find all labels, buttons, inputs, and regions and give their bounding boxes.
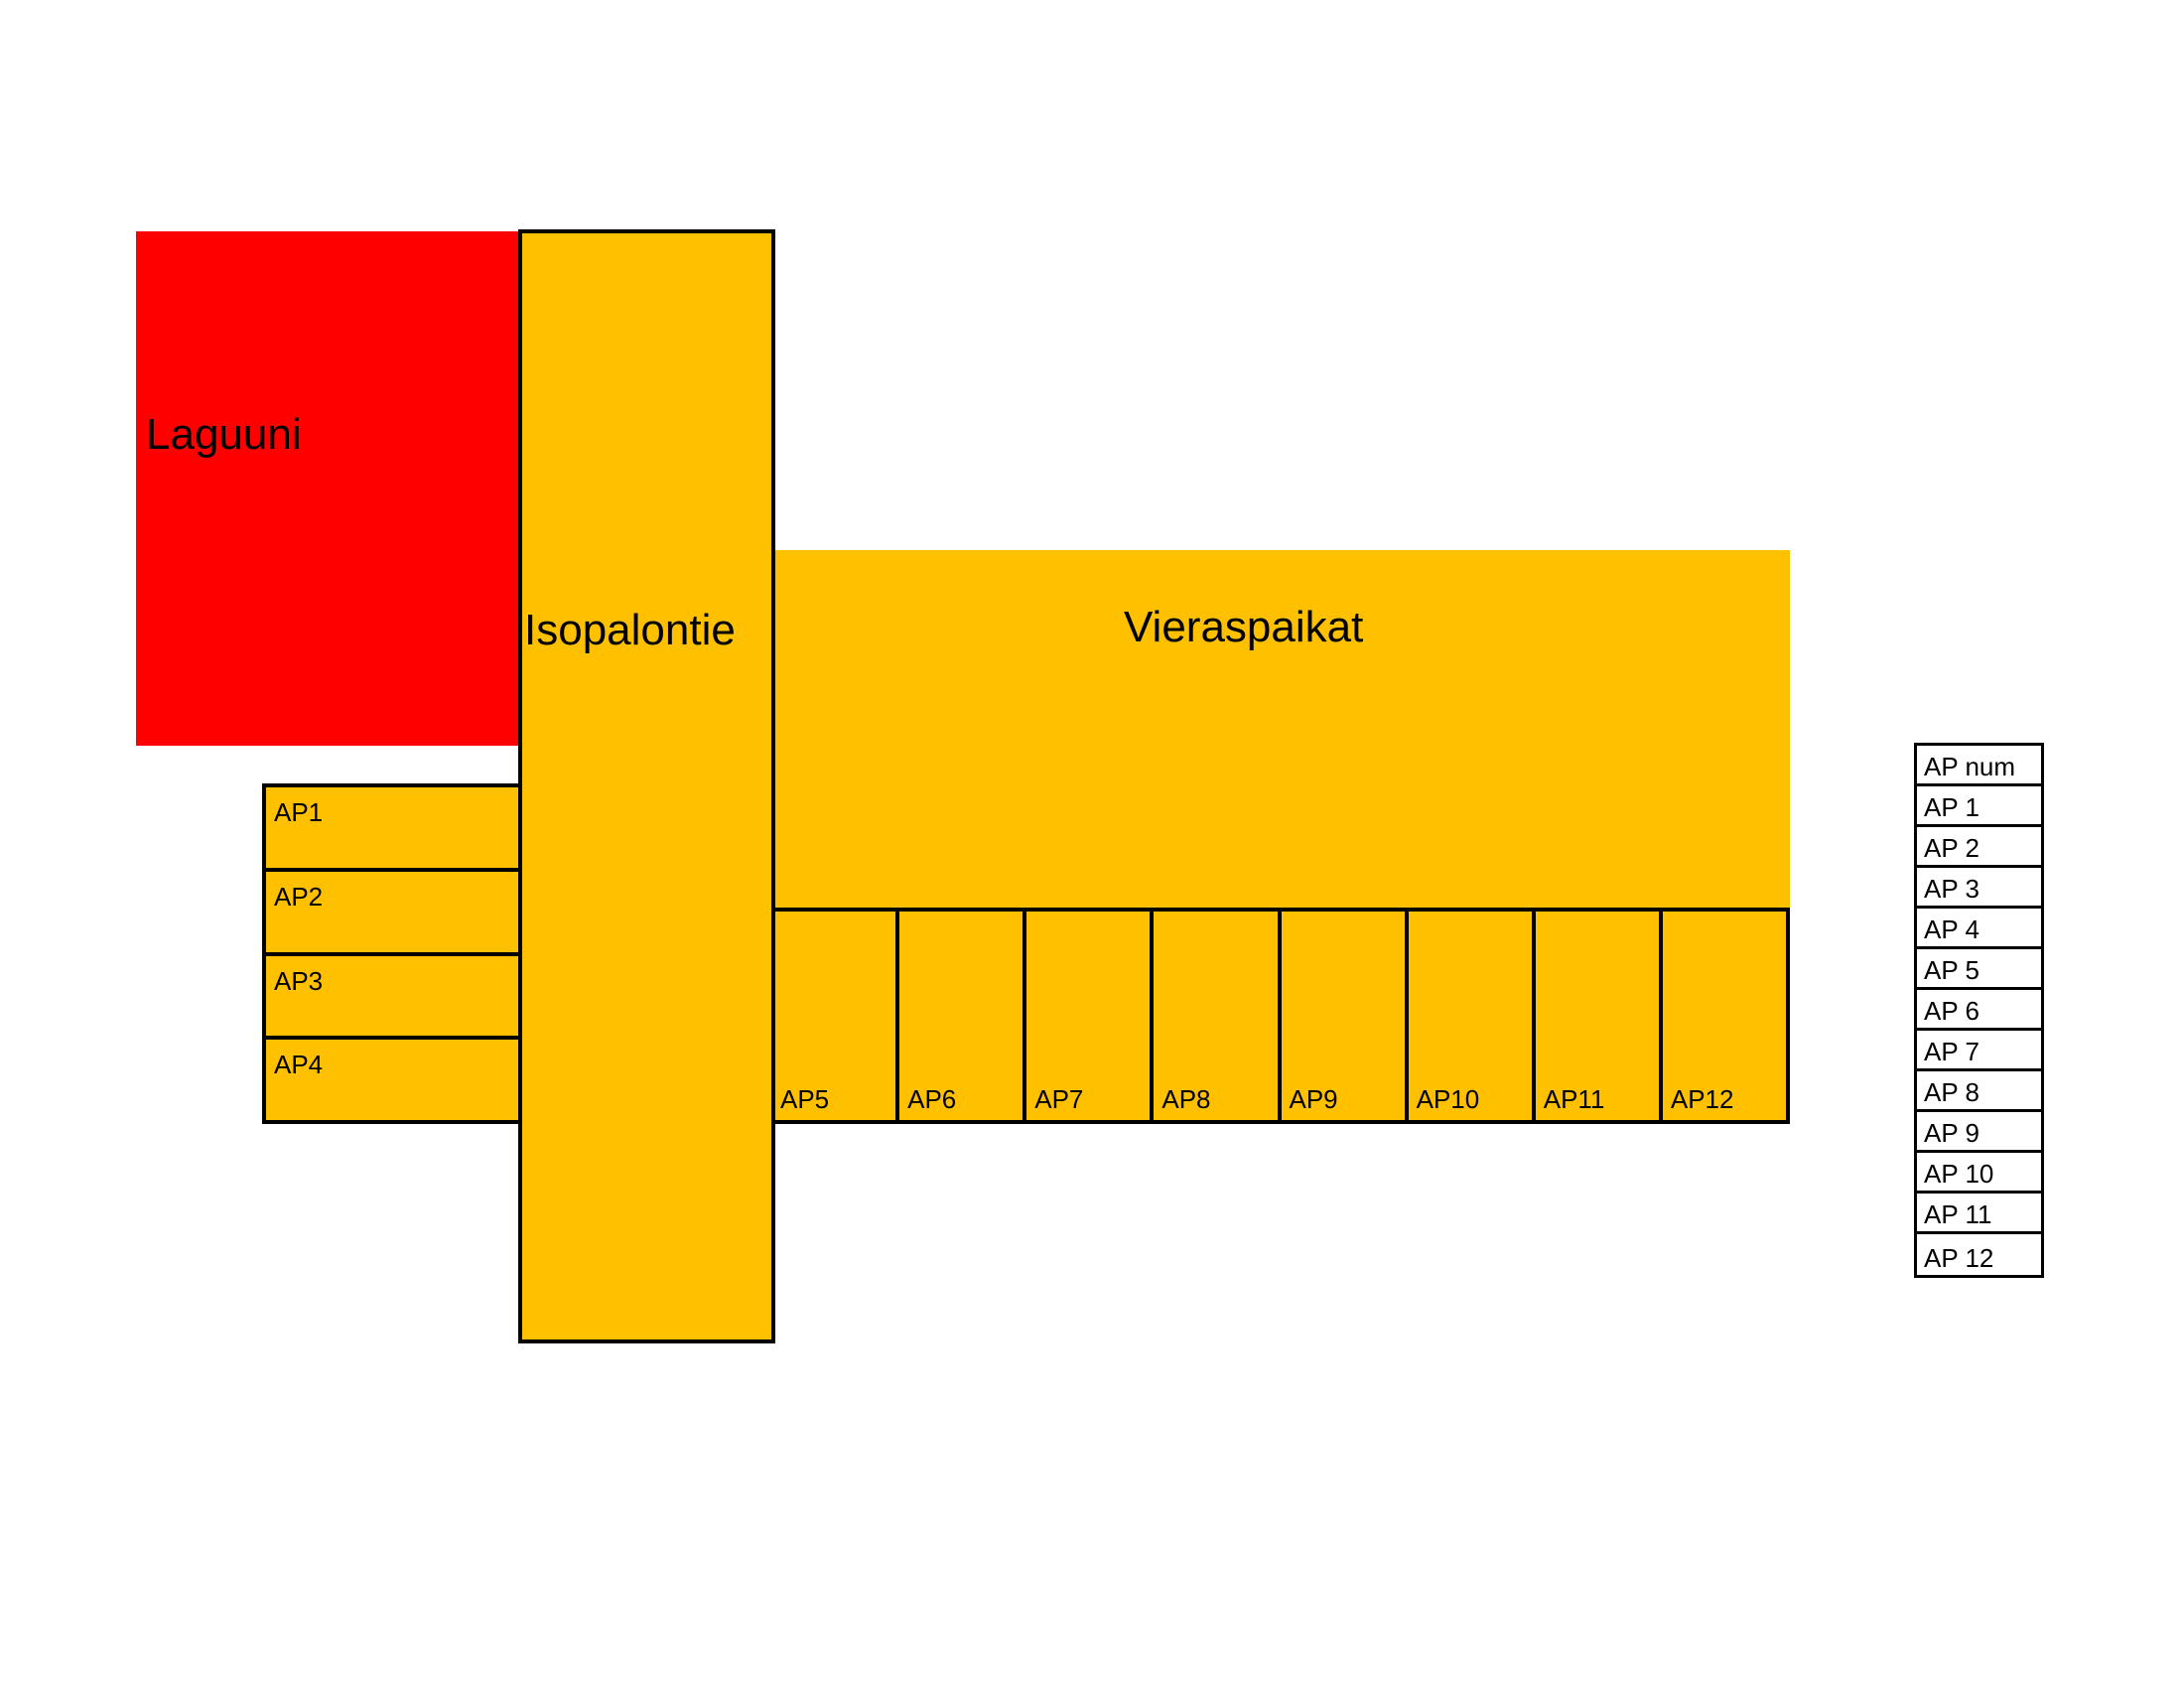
spot-label: AP1 [274,797,324,827]
spot-label: AP4 [274,1050,324,1080]
spot-label: AP5 [780,1084,830,1114]
spot-ap2[interactable]: AP2 [266,872,522,956]
spot-ap4[interactable]: AP4 [266,1040,522,1120]
legend-row: AP 8 [1917,1071,2041,1112]
legend-header: AP num [1917,746,2041,786]
left-spots-block: AP1 AP2 AP3 AP4 [262,783,522,1124]
spot-ap9[interactable]: AP9 [1277,912,1405,1120]
spot-ap12[interactable]: AP12 [1658,912,1786,1120]
spot-ap1[interactable]: AP1 [266,787,522,872]
legend-row: AP 7 [1917,1031,2041,1071]
road-isopalontie: Isopalontie [518,229,775,1343]
spot-label: AP12 [1670,1084,1734,1114]
legend-row: AP 1 [1917,786,2041,827]
guest-spots-area: Vieraspaikat [772,550,1790,910]
road-label: Isopalontie [524,606,736,654]
legend-row: AP 9 [1917,1112,2041,1153]
spot-ap10[interactable]: AP10 [1404,912,1532,1120]
spot-label: AP7 [1034,1084,1084,1114]
spot-ap8[interactable]: AP8 [1150,912,1277,1120]
spot-label: AP8 [1161,1084,1211,1114]
spot-ap5[interactable]: AP5 [772,912,895,1120]
lagoon-label: Laguuni [146,410,302,459]
spot-label: AP10 [1416,1084,1480,1114]
spot-label: AP3 [274,965,324,996]
bottom-spots-block: AP5 AP6 AP7 AP8 AP9 AP10 AP11 AP12 [772,908,1790,1124]
spot-ap11[interactable]: AP11 [1531,912,1659,1120]
legend-row: AP 5 [1917,949,2041,990]
spot-label: AP9 [1289,1084,1338,1114]
spot-label: AP6 [907,1084,957,1114]
guest-spots-label: Vieraspaikat [1124,603,1364,651]
spot-ap7[interactable]: AP7 [1023,912,1150,1120]
spot-ap3[interactable]: AP3 [266,956,522,1041]
legend-table: AP num AP 1 AP 2 AP 3 AP 4 AP 5 AP 6 AP … [1914,743,2044,1278]
legend-row: AP 11 [1917,1194,2041,1234]
legend-row: AP 10 [1917,1153,2041,1194]
lagoon-area: Laguuni [136,231,521,746]
legend-row: AP 3 [1917,868,2041,909]
legend-row: AP 4 [1917,909,2041,949]
legend-row: AP 6 [1917,990,2041,1031]
spot-label: AP2 [274,881,324,912]
legend-row: AP 12 [1924,1243,1994,1273]
legend-row: AP 2 [1917,827,2041,868]
spot-ap6[interactable]: AP6 [895,912,1023,1120]
spot-label: AP11 [1543,1084,1605,1114]
